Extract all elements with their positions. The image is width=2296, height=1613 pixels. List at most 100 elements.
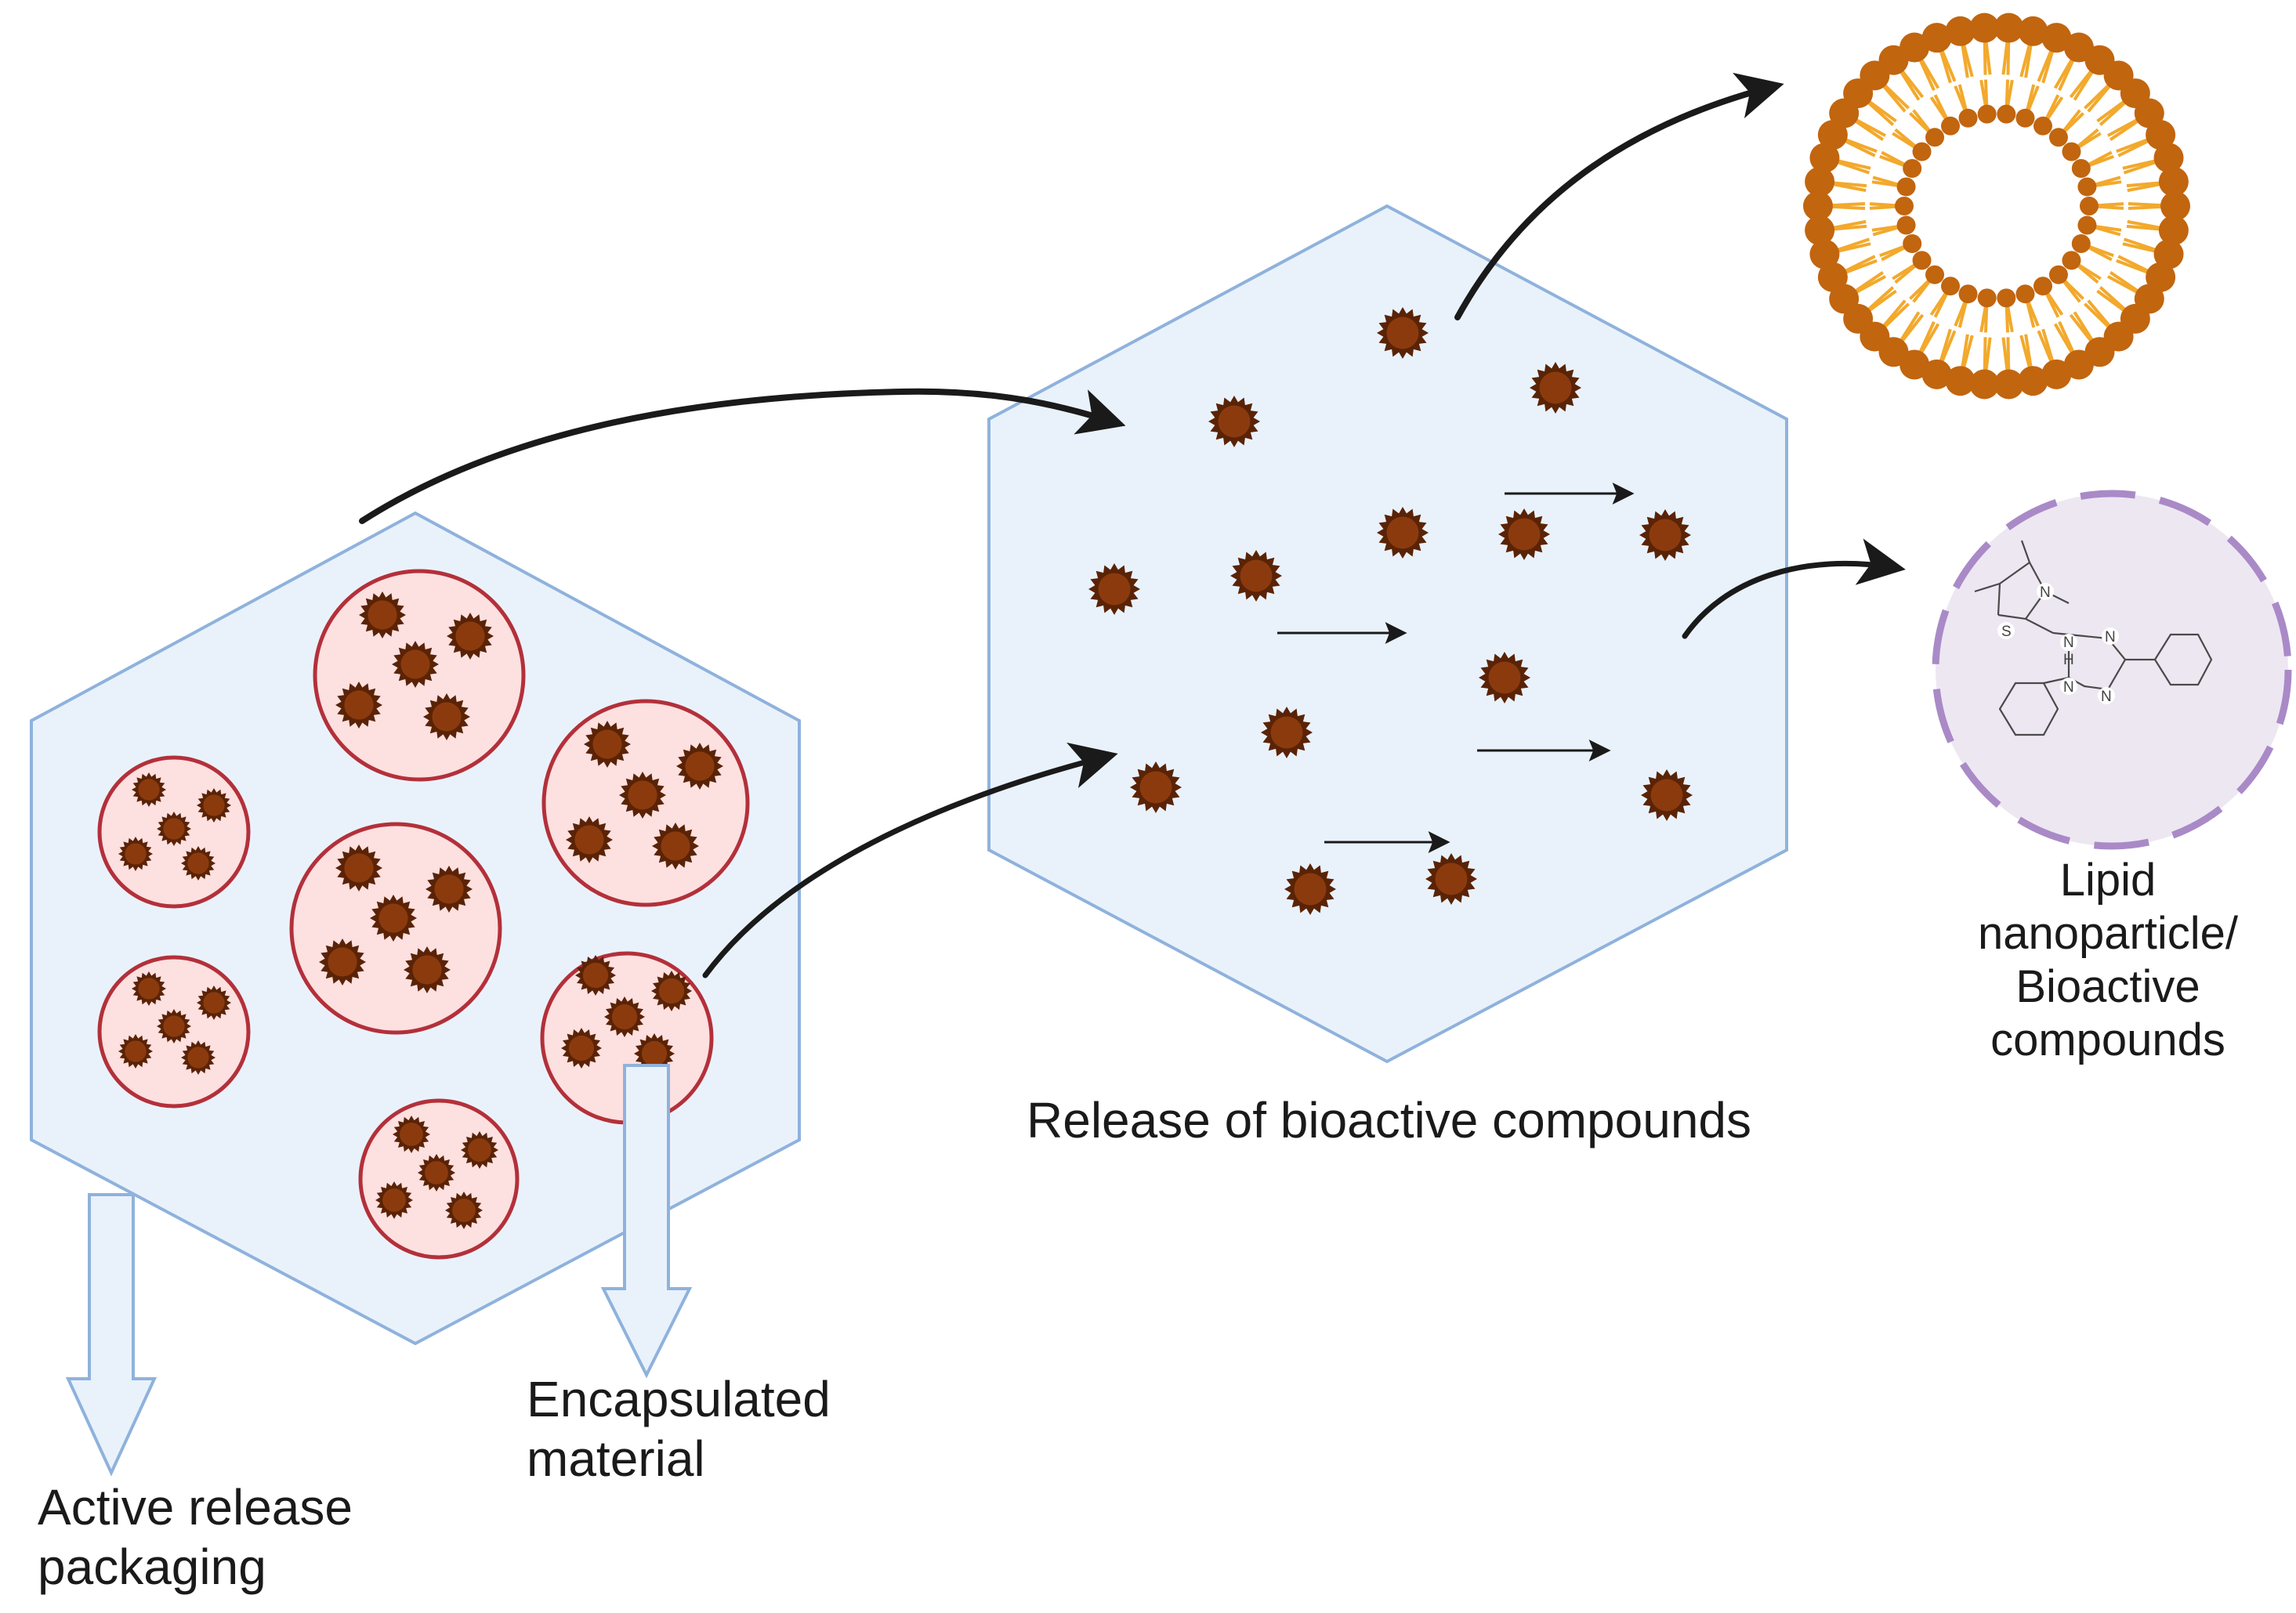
lipid-head xyxy=(2158,215,2189,246)
particle-core xyxy=(378,903,408,933)
particle-core xyxy=(163,818,185,840)
lipid-head xyxy=(2077,177,2097,197)
lipid-head xyxy=(2071,159,2091,179)
lipid-head xyxy=(1803,191,1833,221)
atom-label: N xyxy=(2040,584,2051,601)
lipid-head xyxy=(1969,13,2000,43)
active-release-label-line1: Active release xyxy=(38,1479,353,1535)
bioactive-particle xyxy=(181,1040,215,1075)
lipid-head xyxy=(2041,23,2072,53)
bioactive-particle xyxy=(197,986,231,1020)
particle-core xyxy=(1508,518,1541,551)
lipid-head xyxy=(1903,233,1922,253)
lipid-head xyxy=(2033,116,2052,136)
particle-core xyxy=(455,621,485,651)
liposome xyxy=(1803,13,2190,400)
bioactive-particle xyxy=(619,772,666,819)
bioactive-particle xyxy=(132,971,166,1006)
lipid-head xyxy=(2071,233,2091,253)
bioactive-particle xyxy=(1088,563,1140,615)
capsule xyxy=(313,569,526,782)
atom-label: N xyxy=(2101,689,2112,705)
lipid-head xyxy=(1958,284,1978,304)
bioactive-particle xyxy=(418,1154,455,1192)
bioactive-particle xyxy=(426,866,473,913)
atom-label: S xyxy=(2001,624,2012,640)
lipid-head xyxy=(1941,277,1960,296)
encapsulated-label-line2: material xyxy=(527,1430,705,1487)
lipid-head xyxy=(1997,288,2016,308)
bioactive-particle xyxy=(1479,652,1530,703)
lipid-head xyxy=(2048,265,2068,284)
particle-core xyxy=(641,1040,668,1067)
lipid-head xyxy=(1899,32,1930,63)
lipid-label-line3: Bioactive xyxy=(2015,961,2200,1012)
particle-core xyxy=(1386,316,1419,349)
bioactive-particle xyxy=(676,743,723,790)
particle-core xyxy=(125,1040,147,1062)
free-particle-group xyxy=(1088,307,1693,915)
atom-label: H xyxy=(2063,652,2074,668)
bioactive-particle xyxy=(157,1009,191,1043)
lipid-head xyxy=(1997,104,2016,124)
bioactive-particle xyxy=(652,823,699,870)
bioactive-particle xyxy=(392,641,439,688)
atom-marker xyxy=(2102,627,2119,645)
particle-core xyxy=(452,1199,476,1222)
bioactive-particle xyxy=(584,721,631,768)
bioactive-particle xyxy=(1641,769,1693,821)
bioactive-particle xyxy=(1130,761,1182,813)
particle-core xyxy=(400,649,430,679)
bioactive-particle xyxy=(1498,508,1550,560)
encapsulated-label: Encapsulated material xyxy=(527,1369,831,1488)
bioactive-particle xyxy=(1284,863,1336,915)
lipid-head xyxy=(2160,191,2190,221)
lipid-label-line2: nanoparticle/ xyxy=(1977,908,2239,959)
lipid-head xyxy=(1925,265,1945,284)
capsule xyxy=(97,955,251,1108)
particle-core xyxy=(592,729,622,759)
particle-core xyxy=(1098,573,1131,606)
particle-core xyxy=(1218,405,1251,438)
particle-core xyxy=(574,825,604,855)
bioactive-particle xyxy=(1208,396,1260,447)
particle-core xyxy=(187,852,209,874)
lipid-head xyxy=(1994,13,2024,43)
lipid-head xyxy=(1912,142,1932,161)
bioactive-particle xyxy=(447,613,494,660)
particle-core xyxy=(468,1138,491,1162)
active-release-label-line2: packaging xyxy=(38,1539,266,1595)
particle-core xyxy=(658,978,685,1004)
lipid-head xyxy=(1945,366,1976,396)
lipid-head xyxy=(2018,16,2048,46)
lipid-head xyxy=(1925,128,1945,147)
bioactive-particle xyxy=(393,1116,430,1153)
lipid-head xyxy=(2158,166,2189,197)
particle-core xyxy=(382,1188,406,1212)
particle-core xyxy=(187,1047,209,1069)
particle-core xyxy=(1649,519,1682,552)
bioactive-particle xyxy=(118,1034,153,1069)
bioactive-particle xyxy=(370,895,417,942)
flow-arrows xyxy=(359,72,1906,978)
bioactive-particle xyxy=(359,591,406,638)
particle-core xyxy=(138,779,160,801)
bioactive-particle xyxy=(319,939,366,986)
atom-marker xyxy=(2037,583,2054,600)
lipid-head xyxy=(1994,369,2024,400)
particle-core xyxy=(203,794,225,816)
capsule xyxy=(358,1098,520,1260)
arrow-packaging-to-release xyxy=(359,388,1126,524)
particle-core xyxy=(434,874,464,904)
bioactive-particle xyxy=(651,971,692,1011)
bioactive-particle xyxy=(566,816,613,863)
bioactive-particle xyxy=(1377,307,1429,359)
bioactive-particle xyxy=(1377,507,1429,559)
lipid-head xyxy=(2077,215,2097,235)
particle-core xyxy=(582,962,609,989)
bioactive-particle xyxy=(375,1181,413,1219)
encapsulated-label-line1: Encapsulated xyxy=(527,1371,831,1427)
particle-core xyxy=(1139,771,1172,804)
particle-core xyxy=(661,831,690,861)
